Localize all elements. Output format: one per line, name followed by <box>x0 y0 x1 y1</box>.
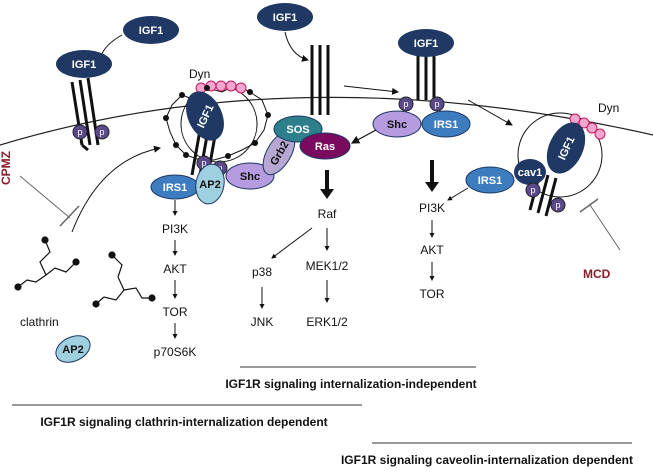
svg-text:p: p <box>555 200 560 210</box>
caveolae-vesicle <box>517 112 603 198</box>
shc-protein-clathrin: Shc <box>225 162 275 190</box>
dynamin-ring <box>195 80 247 94</box>
shc-to-ras-arrow <box>350 129 377 144</box>
mcd-inhibitor-label: MCD <box>583 267 611 281</box>
svg-text:cav1: cav1 <box>518 167 542 179</box>
svg-text:Ras: Ras <box>315 141 335 153</box>
internalization-arrow-center <box>343 85 399 95</box>
pathway-node: AKT <box>420 243 444 257</box>
phospho-site: p <box>94 124 110 140</box>
svg-text:p: p <box>77 127 82 137</box>
pathway-node: p38 <box>252 265 272 279</box>
svg-text:IGF1: IGF1 <box>72 59 96 71</box>
cav-irs1-to-pi3k-arrow <box>447 187 469 201</box>
cav1-protein: cav1 <box>514 159 546 185</box>
grb2-protein: Grb2 <box>262 130 296 176</box>
svg-text:IGF1: IGF1 <box>139 25 163 37</box>
dynamin-label: Dyn <box>189 67 210 81</box>
svg-text:IRS1: IRS1 <box>478 175 502 187</box>
ap2-protein-free: AP2 <box>55 335 91 363</box>
svg-text:Shc: Shc <box>387 119 407 131</box>
caption-internalization-independent: IGF1R signaling internalization-independ… <box>225 377 476 391</box>
pathway-node: MEK1/2 <box>306 259 349 273</box>
dynamin-ring-caveolae <box>569 113 606 140</box>
pathway-node: PI3K <box>162 222 188 236</box>
cpmz-inhibitor-label: CPMZ <box>0 151 13 185</box>
igf1r-receptor-right: IGF1 <box>398 29 454 100</box>
pathway-node: p70S6K <box>154 345 197 359</box>
raf-node: Raf <box>318 207 337 221</box>
phospho-site: p <box>72 124 88 140</box>
phospho-site: p <box>550 197 566 213</box>
mcd-inhibition-line <box>589 204 621 251</box>
raf-to-p38-arrow <box>271 227 313 259</box>
svg-text:IGF1: IGF1 <box>414 38 438 50</box>
ras-protein: Ras <box>299 132 351 160</box>
ras-to-raf-arrowhead <box>320 189 334 199</box>
svg-text:IRS1: IRS1 <box>163 182 187 194</box>
irs1-protein-clathrin: IRS1 <box>150 174 200 200</box>
internalization-arrow-right <box>467 99 513 126</box>
igf1-ligand-top-left: IGF1 <box>123 16 179 44</box>
pathway-node: JNK <box>251 315 274 329</box>
svg-text:p: p <box>403 99 408 109</box>
svg-text:Shc: Shc <box>240 171 260 183</box>
pathway-node: TOR <box>419 287 444 301</box>
pathway-node: AKT <box>163 262 187 276</box>
ligand-binding-arrow-center <box>284 31 309 62</box>
svg-text:IRS1: IRS1 <box>434 119 458 131</box>
shc-protein-independent: Shc <box>372 110 422 138</box>
svg-text:IGF1: IGF1 <box>273 12 297 24</box>
pathway-node: TOR <box>162 305 187 319</box>
igf1-ligand-top-center: IGF1 <box>257 3 313 31</box>
clathrin-triskelion-2 <box>92 251 156 308</box>
svg-text:p: p <box>201 158 206 168</box>
irs1-to-pi3k-arrowhead <box>425 182 439 192</box>
pathway-node: ERK1/2 <box>306 315 348 329</box>
svg-text:AP2: AP2 <box>199 179 220 191</box>
igf1r-receptor-center-unbound <box>310 45 330 115</box>
ap2-protein-bound: AP2 <box>195 163 225 205</box>
pathway-node: PI3K <box>419 201 445 215</box>
svg-text:SOS: SOS <box>286 124 309 136</box>
svg-text:p: p <box>530 185 535 195</box>
dynamin-label-caveolae: Dyn <box>598 101 619 115</box>
clathrin-cascade: PI3K AKT TOR p70S6K <box>154 200 197 359</box>
clathrin-coat-dots <box>163 85 271 159</box>
cpmz-inhibition-line <box>19 175 71 219</box>
phospho-site: p <box>429 96 445 112</box>
svg-text:p: p <box>434 99 439 109</box>
irs1-protein-independent: IRS1 <box>421 110 471 138</box>
caption-clathrin-dependent: IGF1R signaling clathrin-internalization… <box>40 415 327 429</box>
caption-caveolin-dependent: IGF1R signaling caveolin-internalization… <box>341 453 633 467</box>
clathrin-triskelion-1 <box>14 236 80 291</box>
svg-text:p: p <box>99 127 104 137</box>
cpmz-inhibition-bar <box>59 205 80 227</box>
clathrin-label: clathrin <box>20 315 59 329</box>
phospho-site: p <box>525 182 541 198</box>
svg-text:AP2: AP2 <box>62 344 83 356</box>
clathrin-recruitment-arrow <box>71 145 161 233</box>
phospho-site: p <box>398 96 414 112</box>
mcd-inhibition-bar <box>579 198 599 213</box>
irs1-protein-caveolin: IRS1 <box>465 166 515 194</box>
